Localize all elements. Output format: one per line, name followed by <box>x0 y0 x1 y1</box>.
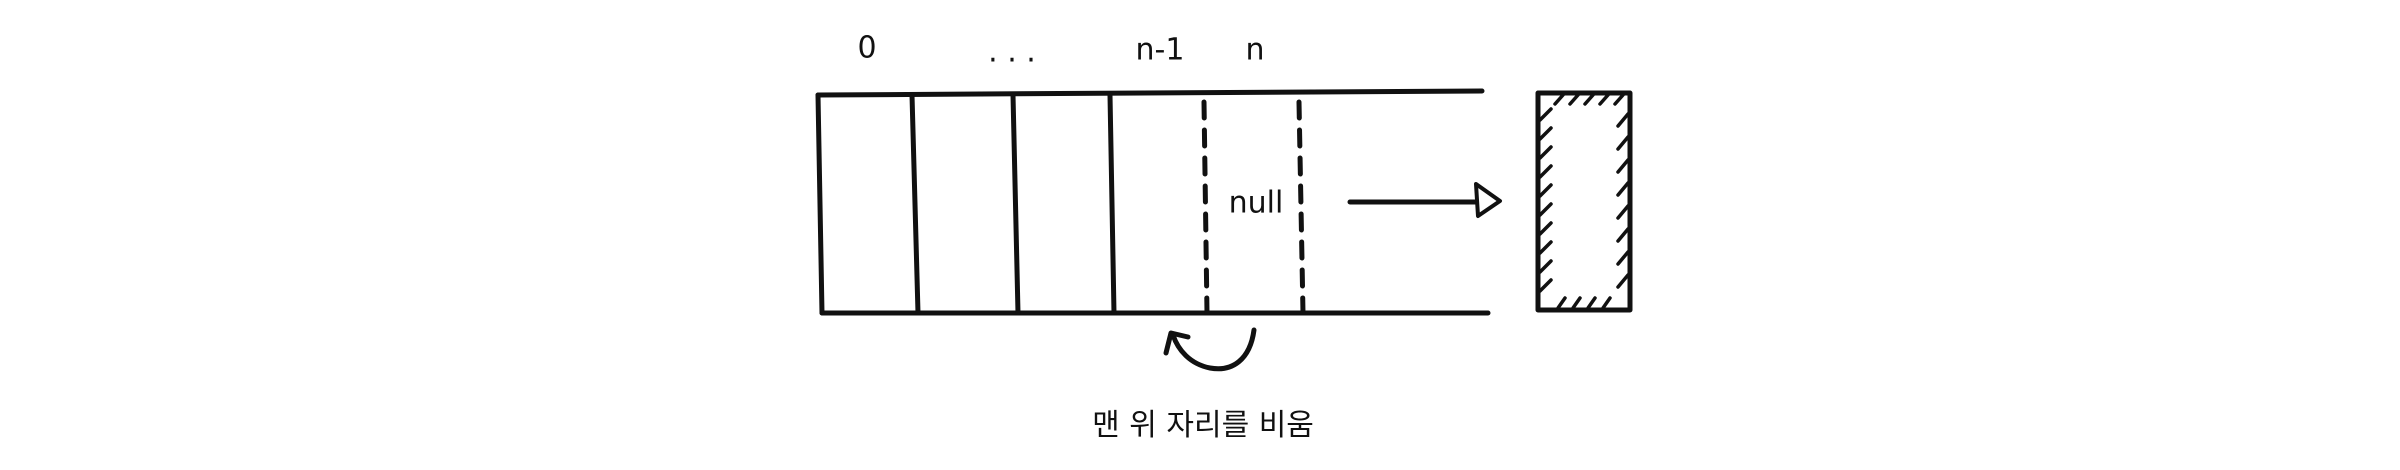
hatch-mark-left <box>1538 240 1553 255</box>
removed-element-hatching <box>1538 93 1630 310</box>
array-top-edge <box>815 88 1485 98</box>
hatch-mark-left <box>1538 183 1553 198</box>
hatch-mark-right <box>1616 273 1630 289</box>
empty-slot-right-edge <box>1296 99 1306 316</box>
hatch-mark-left <box>1538 164 1553 179</box>
hatch-mark-top <box>1583 93 1595 106</box>
index-label-n-minus-1: n-1 <box>1135 32 1185 68</box>
hatch-mark-right <box>1616 158 1630 174</box>
hatch-mark-top <box>1568 93 1580 106</box>
hatch-mark-left <box>1538 126 1553 141</box>
hatch-mark-right <box>1616 204 1630 220</box>
removed-element-box <box>1535 90 1633 313</box>
cell-divider-2 <box>1010 92 1021 316</box>
hatch-mark-bottom <box>1556 296 1567 310</box>
empty-slot-left-edge <box>1201 99 1210 316</box>
index-label-ellipsis: . . . <box>988 34 1036 70</box>
caption: 맨 위 자리를 비움 <box>1092 408 1314 443</box>
hatch-mark-bottom <box>1586 296 1597 310</box>
hatch-mark-left <box>1538 259 1553 274</box>
curved-arrow-head <box>1163 330 1191 356</box>
hatch-mark-left <box>1538 278 1553 293</box>
hatch-mark-top <box>1613 93 1625 106</box>
hatch-mark-top <box>1598 93 1610 106</box>
pop-arrow-head <box>1474 182 1502 218</box>
hatch-mark-bottom <box>1571 296 1582 310</box>
hatch-mark-right <box>1616 227 1630 243</box>
hatch-mark-left <box>1538 202 1553 217</box>
hatch-mark-left <box>1538 221 1553 236</box>
hatch-mark-right <box>1616 181 1630 197</box>
hatch-mark-right <box>1616 135 1630 151</box>
index-label-n: n <box>1245 32 1265 68</box>
hatch-mark-right <box>1616 112 1630 128</box>
cell-divider-0 <box>815 92 825 316</box>
curved-arrow <box>1170 327 1257 372</box>
hatch-mark-left <box>1538 145 1553 160</box>
cell-divider-3 <box>1107 92 1117 316</box>
cell-divider-1 <box>909 92 921 316</box>
hatch-mark-left <box>1538 107 1553 122</box>
null-label: null <box>1228 185 1284 221</box>
hatch-mark-bottom <box>1601 296 1612 310</box>
hatch-mark-right <box>1616 250 1630 266</box>
index-label-0: 0 <box>857 30 877 66</box>
hatch-mark-top <box>1553 93 1565 106</box>
